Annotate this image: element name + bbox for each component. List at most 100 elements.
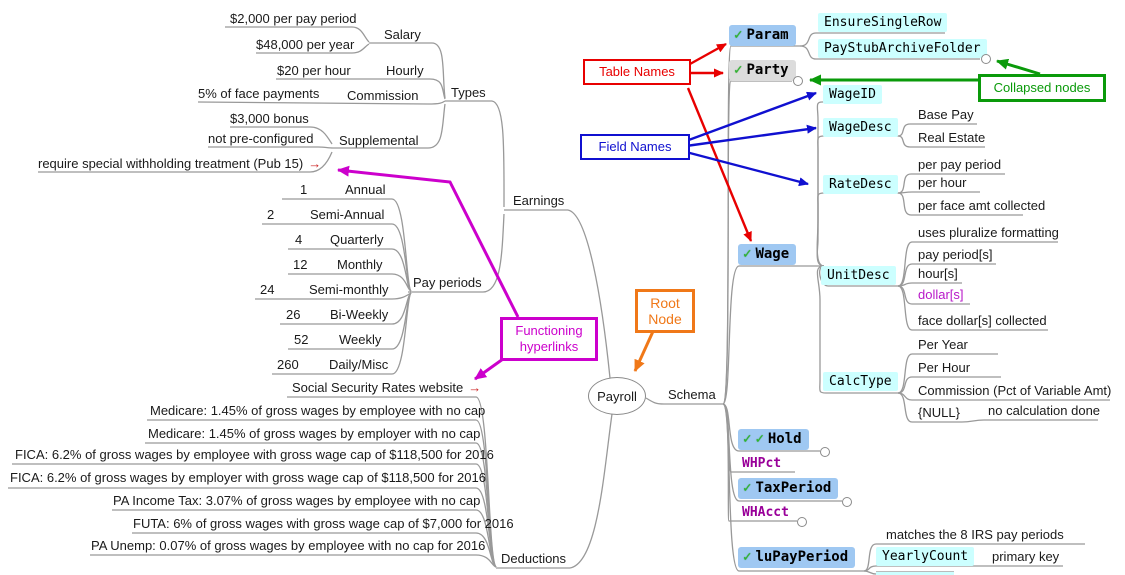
hyperlink-text: Social Security Rates website [292,380,464,395]
collapse-handle-taxperiod[interactable] [842,497,852,507]
node-base-pay[interactable]: Base Pay [918,107,974,122]
field-node-ratedesc[interactable]: RateDesc [823,175,898,194]
check-icon: ✓ [743,480,752,496]
node-pa-income-tax[interactable]: PA Income Tax: 3.07% of gross wages by e… [113,493,481,508]
node-commission-rate[interactable]: 5% of face payments [198,86,320,101]
table-label: Party [746,62,789,78]
table-node-param[interactable]: ✓Param [729,25,796,46]
callout-collapsed-nodes: Collapsed nodes [978,74,1106,102]
node-dollar-s[interactable]: dollar[s] [918,287,964,302]
node-null[interactable]: {NULL} [918,405,960,420]
table-label: Wage [755,246,790,262]
collapse-handle-whacct[interactable] [797,517,807,527]
node-per-face-amt[interactable]: per face amt collected [918,198,1046,213]
node-commission[interactable]: Commission [347,88,419,103]
functioning-hyperlinks-arrows [337,165,520,381]
callout-table-names: Table Names [583,59,691,85]
node-primary-key[interactable]: primary key [992,549,1060,564]
node-hour-s[interactable]: hour[s] [918,266,958,281]
node-bi-weekly-count[interactable]: 26 [286,307,301,322]
field-node-calctype[interactable]: CalcType [823,372,898,391]
callout-functioning-hyperlinks: Functioning hyperlinks [500,317,598,361]
check-icon: ✓ [743,246,752,262]
field-node-paystubarchivefolder[interactable]: PayStubArchiveFolder [818,39,987,58]
node-salary-per-pay-period[interactable]: $2,000 per pay period [230,11,357,26]
node-types[interactable]: Types [451,85,486,100]
node-futa[interactable]: FUTA: 6% of gross wages with gross wage … [133,516,514,531]
node-per-year[interactable]: Per Year [918,337,968,352]
node-deductions[interactable]: Deductions [501,551,567,566]
node-per-pay-period[interactable]: per pay period [918,157,1002,172]
field-node-whpct[interactable]: WHPct [742,456,782,471]
node-weekly[interactable]: Weekly [339,332,382,347]
table-node-lupayperiod[interactable]: ✓luPayPeriod [738,547,856,568]
node-daily-misc[interactable]: Daily/Misc [329,357,389,372]
node-calc-per-hour[interactable]: Per Hour [918,360,971,375]
node-medicare-employer[interactable]: Medicare: 1.45% of gross wages by employ… [148,426,481,441]
table-label: luPayPeriod [755,549,849,565]
check-icon: ✓ [734,62,743,78]
field-node-wagedesc[interactable]: WageDesc [823,118,898,137]
node-annual-count[interactable]: 1 [300,182,308,197]
collapse-handle-paystubarchivefolder[interactable] [981,54,991,64]
node-hourly[interactable]: Hourly [386,63,424,78]
node-matches-irs-pay-periods[interactable]: matches the 8 IRS pay periods [886,527,1064,542]
node-real-estate[interactable]: Real Estate [918,130,986,145]
node-medicare-employee[interactable]: Medicare: 1.45% of gross wages by employ… [150,403,486,418]
root-node-payroll[interactable]: Payroll [588,377,646,415]
node-salary[interactable]: Salary [384,27,421,42]
node-fica-employer[interactable]: FICA: 6.2% of gross wages by employer wi… [10,470,486,485]
node-uses-pluralize[interactable]: uses pluralize formatting [918,225,1059,240]
node-not-preconfigured[interactable]: not pre-configured [208,131,314,146]
node-fica-employee[interactable]: FICA: 6.2% of gross wages by employee wi… [15,447,494,462]
node-earnings[interactable]: Earnings [513,193,565,208]
field-names-arrows [685,91,817,187]
hyperlink-text: require special withholding treatment (P… [38,156,304,171]
node-semi-monthly[interactable]: Semi-monthly [309,282,389,297]
node-semi-annual[interactable]: Semi-Annual [310,207,385,222]
field-node-wageid[interactable]: WageID [823,85,882,104]
node-schema[interactable]: Schema [668,387,716,402]
check-icon: ✓ [734,27,743,43]
node-supplemental[interactable]: Supplemental [339,133,419,148]
node-hourly-rate[interactable]: $20 per hour [277,63,351,78]
node-require-special-withholding-link[interactable]: require special withholding treatment (P… [38,156,321,171]
field-node-yearlycount[interactable]: YearlyCount [876,547,975,566]
table-label: Param [746,27,789,43]
node-supplemental-bonus[interactable]: $3,000 bonus [230,111,309,126]
node-semi-annual-count[interactable]: 2 [267,207,275,222]
node-quarterly[interactable]: Quarterly [330,232,384,247]
partial-node-clipped[interactable] [876,571,954,575]
node-daily-misc-count[interactable]: 260 [277,357,299,372]
node-semi-monthly-count[interactable]: 24 [260,282,275,297]
collapse-handle-party[interactable] [793,76,803,86]
node-pay-period-s[interactable]: pay period[s] [918,247,993,262]
node-social-security-rates-link[interactable]: Social Security Rates website → [292,380,481,395]
node-annual[interactable]: Annual [345,182,386,197]
table-node-wage[interactable]: ✓Wage [738,244,797,265]
field-node-ensuresinglerow[interactable]: EnsureSingleRow [818,13,948,32]
callout-root-node: Root Node [635,289,695,333]
field-node-unitdesc[interactable]: UnitDesc [821,266,896,285]
table-node-party[interactable]: ✓Party [729,60,796,81]
node-commission-pct[interactable]: Commission (Pct of Variable Amt) [918,383,1112,398]
field-node-whacct[interactable]: WHAcct [742,505,789,520]
node-face-dollar-s[interactable]: face dollar[s] collected [918,313,1047,328]
node-pay-periods[interactable]: Pay periods [413,275,482,290]
node-per-hour[interactable]: per hour [918,175,967,190]
hyperlink-arrow-icon[interactable]: → [308,156,322,171]
node-bi-weekly[interactable]: Bi-Weekly [330,307,389,322]
node-no-calculation[interactable]: no calculation done [988,403,1101,418]
hyperlink-arrow-icon[interactable]: → [468,380,482,395]
node-monthly-count[interactable]: 12 [293,257,308,272]
node-salary-per-year[interactable]: $48,000 per year [256,37,355,52]
root-label: Payroll [597,388,637,404]
callout-field-names: Field Names [580,134,690,160]
node-monthly[interactable]: Monthly [337,257,383,272]
table-node-hold[interactable]: ✓✓Hold [738,429,809,450]
table-node-taxperiod[interactable]: ✓TaxPeriod [738,478,839,499]
node-pa-unemp[interactable]: PA Unemp: 0.07% of gross wages by employ… [91,538,486,553]
node-weekly-count[interactable]: 52 [294,332,309,347]
node-quarterly-count[interactable]: 4 [295,232,303,247]
collapse-handle-hold[interactable] [820,447,830,457]
